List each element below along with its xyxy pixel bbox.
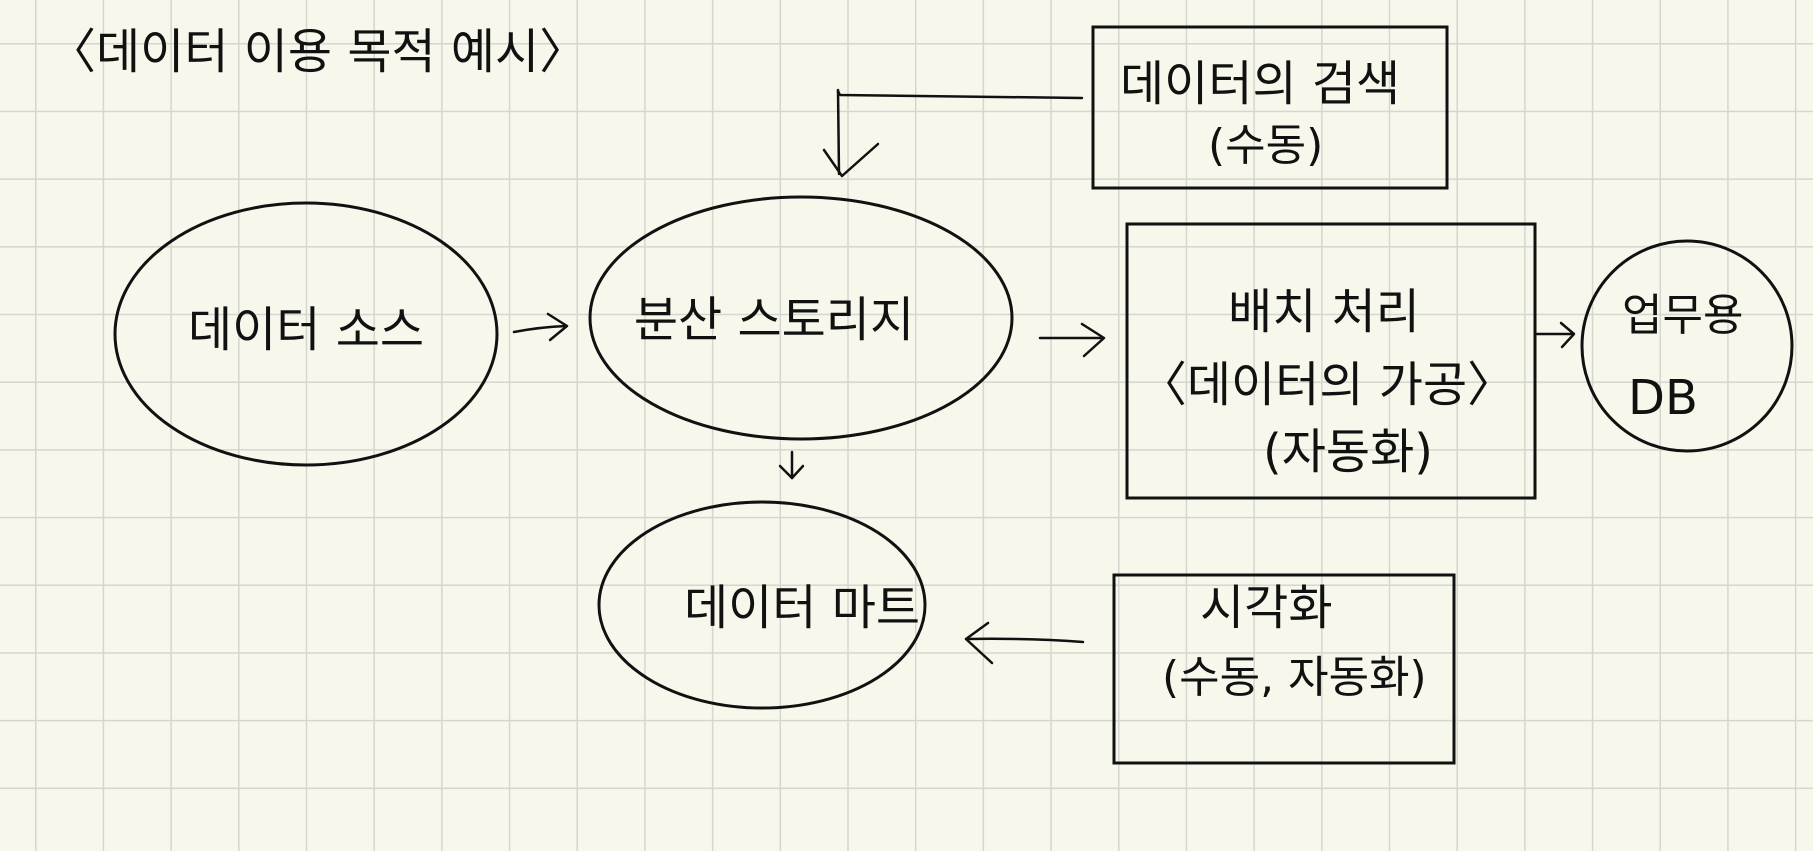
visualization-label-line2: (수동, 자동화) (1162, 652, 1427, 703)
business-db-label-line2: DB (1628, 370, 1698, 426)
data-mart-ellipse (597, 500, 927, 710)
batch-processing-label-line3: (자동화) (1263, 424, 1433, 480)
batch-processing-box (1125, 222, 1537, 500)
distributed-storage-label: 분산 스토리지 (633, 292, 915, 348)
arrow-batch-to-db (1535, 321, 1576, 349)
data-search-label-line1: 데이터의 검색 (1120, 56, 1401, 112)
arrow-storage-to-batch (1038, 322, 1106, 358)
business-db-label-line1: 업무용 (1622, 290, 1744, 341)
data-search-label-line2: (수동) (1208, 120, 1324, 171)
arrow-search-to-storage (822, 88, 1084, 178)
business-db-circle (1580, 239, 1794, 453)
batch-processing-label-line1: 배치 처리 (1228, 284, 1420, 340)
data-search-box (1091, 25, 1449, 190)
batch-processing-label-line2: 〈데이터의 가공〉 (1138, 357, 1516, 413)
diagram-title: 〈데이터 이용 목적 예시〉 (48, 24, 588, 80)
data-mart-label: 데이터 마트 (683, 580, 921, 636)
visualization-box (1112, 573, 1456, 765)
data-source-label: 데이터 소스 (187, 302, 425, 358)
arrow-visualization-to-mart (964, 621, 1085, 665)
data-source-ellipse (113, 201, 499, 467)
arrow-storage-to-mart (778, 450, 805, 480)
distributed-storage-ellipse (588, 195, 1014, 441)
visualization-label-line1: 시각화 (1200, 580, 1333, 636)
arrow-source-to-storage (512, 312, 569, 342)
